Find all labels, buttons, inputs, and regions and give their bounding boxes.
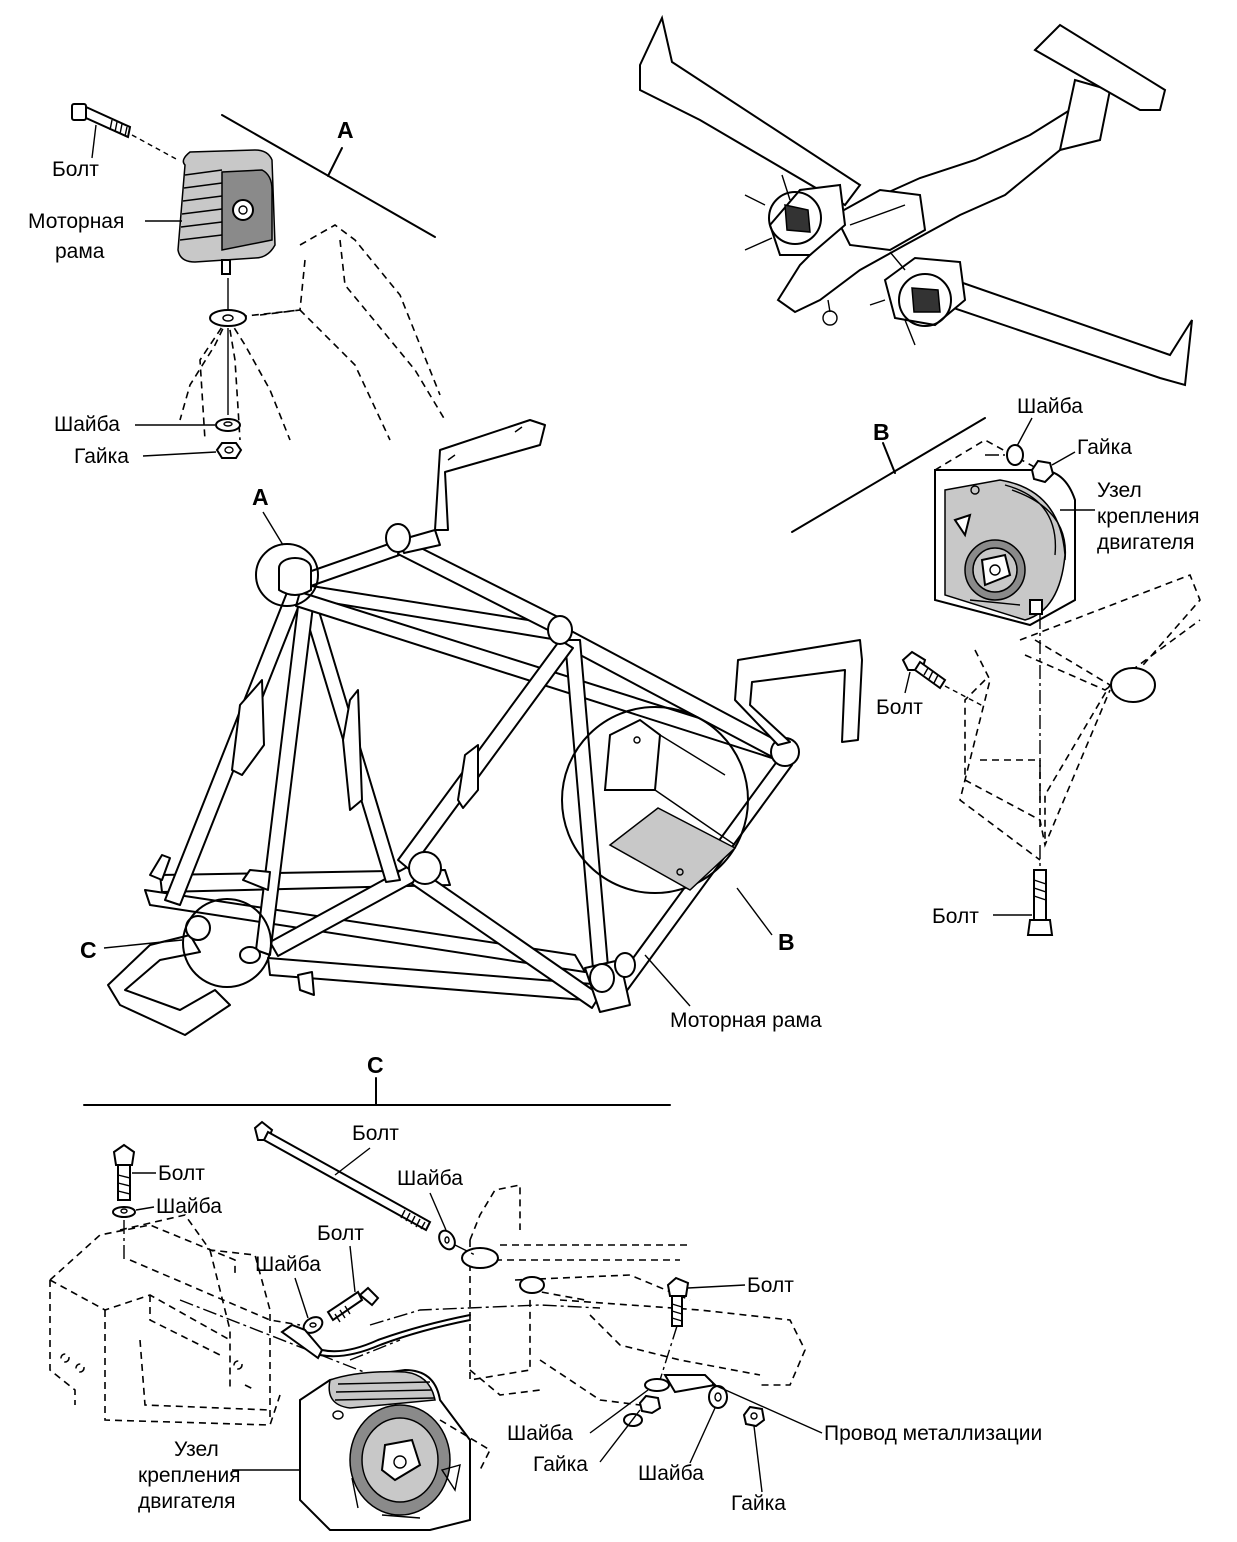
detail-b-frame-dashed <box>959 454 1201 875</box>
detail-a-mount-label-2: рама <box>55 240 105 263</box>
detail-a-bolt <box>71 103 179 161</box>
detail-a: A <box>28 103 446 468</box>
detail-b-upper-bolt <box>901 650 984 707</box>
detail-b-washer-label: Шайба <box>1017 395 1083 418</box>
section-a-heading: A <box>337 117 354 143</box>
detail-a-mount <box>177 149 276 275</box>
callout-circle-a <box>255 543 319 607</box>
aircraft-illustration <box>639 14 1193 387</box>
detail-c-low-nut-label: Гайка <box>533 1453 588 1476</box>
detail-c-middle-bolt-label: Болт <box>317 1222 364 1245</box>
detail-c-long-bolt <box>253 1120 476 1256</box>
engine-frame-main-view: A B C Моторная рама <box>80 419 863 1036</box>
detail-a-mount-label-1: Моторная <box>28 210 124 233</box>
detail-c-left-bolt-label: Болт <box>158 1162 205 1185</box>
detail-c-long-washer-label: Шайба <box>397 1167 463 1190</box>
callout-circle-c <box>182 898 272 988</box>
detail-b-nut <box>1030 459 1055 484</box>
detail-b-lower-bolt <box>1026 869 1054 936</box>
callout-c-label: C <box>80 937 97 963</box>
detail-c-frame-dashed <box>179 1184 806 1406</box>
detail-c-housing-dashed <box>49 1214 301 1426</box>
detail-b-mount-label-3: двигателя <box>1097 531 1195 554</box>
detail-a-frame-dashed <box>179 224 446 441</box>
detail-b-mount-label-2: крепления <box>1097 505 1200 528</box>
section-b-heading: B <box>873 419 890 445</box>
detail-b-nut-label: Гайка <box>1077 436 1132 459</box>
callout-circle-b <box>561 706 749 894</box>
detail-c-low-washer2-label: Шайба <box>638 1462 704 1485</box>
detail-b-mount <box>934 439 1076 627</box>
section-c-heading: C <box>367 1052 384 1078</box>
detail-b-lower-bolt-label: Болт <box>932 905 979 928</box>
detail-c-middle-bolt <box>280 1286 471 1360</box>
main-frame-label: Моторная рама <box>670 1009 822 1032</box>
detail-c-mount-label-2: крепления <box>138 1464 241 1487</box>
detail-c-low-washer-label: Шайба <box>507 1422 573 1445</box>
detail-c-middle-washer-label: Шайба <box>255 1253 321 1276</box>
detail-b-mount-label-1: Узел <box>1097 479 1142 502</box>
callout-b-label: B <box>778 929 795 955</box>
detail-b: B <box>791 395 1201 936</box>
detail-a-washer-label: Шайба <box>54 413 120 436</box>
detail-c-low-nut2-label: Гайка <box>731 1492 786 1515</box>
detail-a-bolt-label: Болт <box>52 158 99 181</box>
detail-a-nut-label: Гайка <box>74 445 129 468</box>
callout-a-label: A <box>252 484 269 510</box>
detail-c-left-washer-label: Шайба <box>156 1195 222 1218</box>
detail-a-washer <box>215 418 241 432</box>
detail-c-left-bolt <box>112 1143 136 1260</box>
detail-c-right-bolt-label: Болт <box>747 1274 794 1297</box>
detail-c-long-bolt-label: Болт <box>352 1122 399 1145</box>
detail-c-bonding-wire-label: Провод металлизации <box>824 1422 1042 1445</box>
detail-c-mount-label-1: Узел <box>174 1438 219 1461</box>
detail-c-right-bolt <box>623 1276 766 1428</box>
detail-a-nut <box>215 442 243 459</box>
detail-c-mount-label-3: двигателя <box>138 1490 236 1513</box>
detail-c: C <box>49 1052 1042 1531</box>
detail-c-engine-mount <box>299 1368 492 1531</box>
detail-b-washer <box>1006 444 1024 466</box>
detail-b-upper-bolt-label: Болт <box>876 696 923 719</box>
